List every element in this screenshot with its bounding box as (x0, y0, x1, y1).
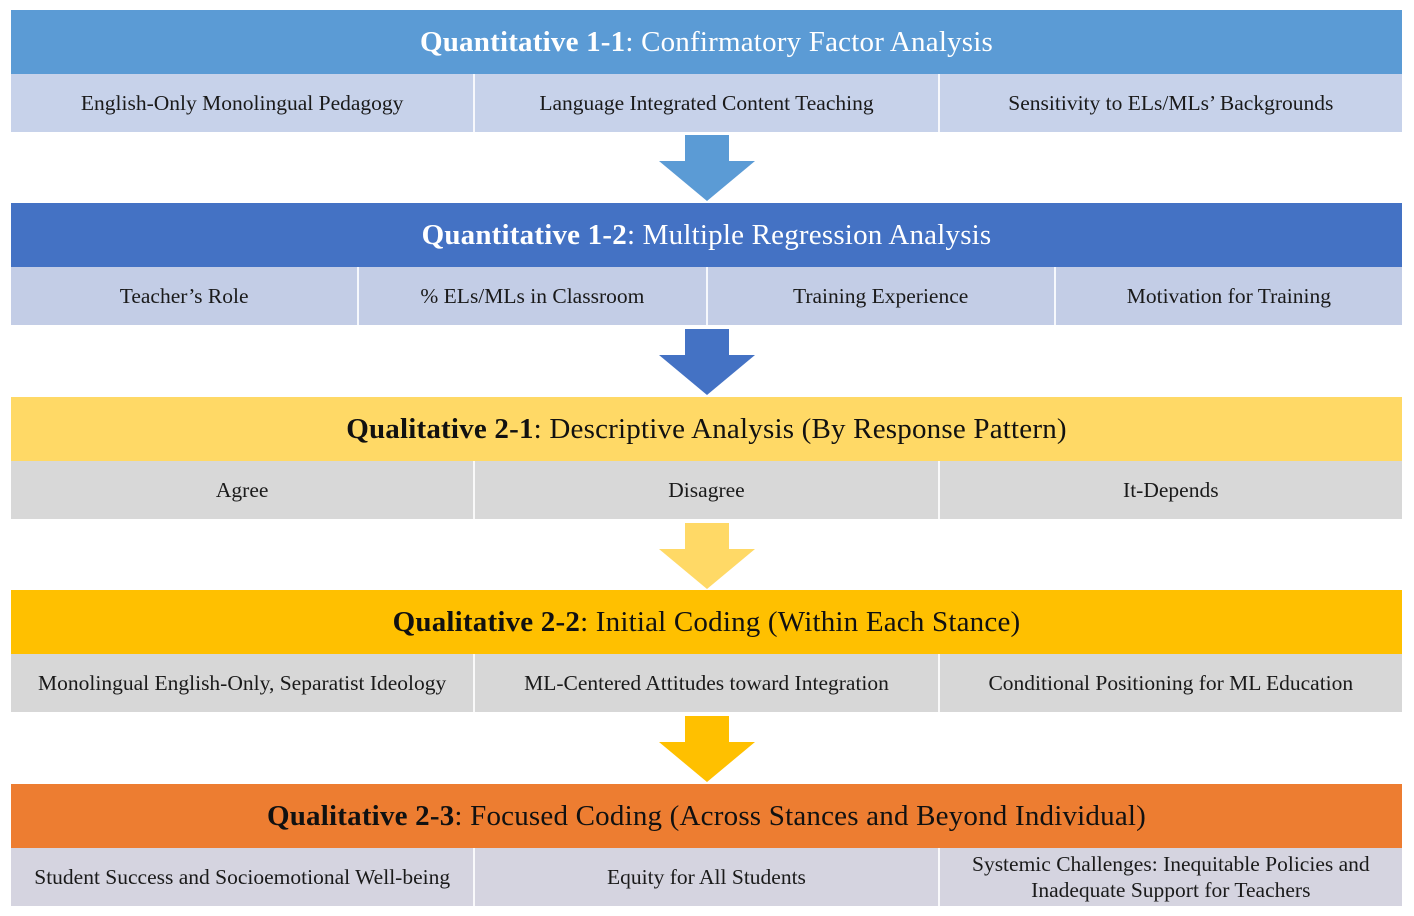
stage-cell: Monolingual English-Only, Separatist Ide… (11, 654, 476, 712)
stage-qualitative-2-1: Qualitative 2-1: Descriptive Analysis (B… (11, 397, 1402, 519)
stage-cell: Language Integrated Content Teaching (475, 74, 940, 132)
stage-cells: English-Only Monolingual Pedagogy Langua… (11, 74, 1402, 132)
stage-title-bold: Qualitative 2-2 (392, 605, 581, 638)
stage-qualitative-2-2: Qualitative 2-2: Initial Coding (Within … (11, 590, 1402, 712)
stage-cell: Conditional Positioning for ML Education (939, 654, 1402, 712)
stage-title-bold: Qualitative 2-3 (266, 799, 455, 832)
stage-title-rest: : Multiple Regression Analysis (626, 218, 992, 251)
stage-qualitative-2-3: Qualitative 2-3: Focused Coding (Across … (11, 784, 1402, 906)
stage-cell: Teacher’s Role (11, 267, 360, 325)
stage-cell: Systemic Challenges: Inequitable Policie… (939, 848, 1402, 906)
stage-title-rest: : Initial Coding (Within Each Stance) (580, 605, 1021, 638)
stage-title-rest: : Confirmatory Factor Analysis (625, 25, 994, 58)
stage-cell: Disagree (475, 461, 940, 519)
down-arrow-icon (659, 716, 755, 782)
stage-cell: ML-Centered Attitudes toward Integration (475, 654, 940, 712)
stage-cell: % ELs/MLs in Classroom (359, 267, 708, 325)
stage-cell: Agree (11, 461, 476, 519)
stage-cells: Student Success and Socioemotional Well-… (11, 848, 1402, 906)
down-arrow-icon (659, 329, 755, 395)
stage-header: Quantitative 1-1: Confirmatory Factor An… (11, 10, 1402, 74)
stage-cell: Student Success and Socioemotional Well-… (11, 848, 476, 906)
stage-cell: English-Only Monolingual Pedagogy (11, 74, 476, 132)
stage-header: Qualitative 2-3: Focused Coding (Across … (11, 784, 1402, 848)
stage-quantitative-1-2: Quantitative 1-2: Multiple Regression An… (11, 203, 1402, 325)
stage-cell: Equity for All Students (475, 848, 940, 906)
stage-cells: Agree Disagree It-Depends (11, 461, 1402, 519)
stage-cell: Training Experience (707, 267, 1056, 325)
stage-header: Quantitative 1-2: Multiple Regression An… (11, 203, 1402, 267)
down-arrow-icon (659, 523, 755, 589)
stage-quantitative-1-1: Quantitative 1-1: Confirmatory Factor An… (11, 10, 1402, 132)
stage-cell: It-Depends (939, 461, 1402, 519)
stage-cells: Monolingual English-Only, Separatist Ide… (11, 654, 1402, 712)
stage-header: Qualitative 2-1: Descriptive Analysis (B… (11, 397, 1402, 461)
stage-title-bold: Quantitative 1-1 (419, 25, 626, 58)
stage-title-rest: : Descriptive Analysis (By Response Patt… (533, 412, 1067, 445)
down-arrow-icon (659, 135, 755, 201)
stage-title-rest: : Focused Coding (Across Stances and Bey… (454, 799, 1147, 832)
stage-title-bold: Quantitative 1-2 (421, 218, 627, 251)
stage-cell: Sensitivity to ELs/MLs’ Backgrounds (939, 74, 1402, 132)
stage-cells: Teacher’s Role % ELs/MLs in Classroom Tr… (11, 267, 1402, 325)
stage-cell: Motivation for Training (1055, 267, 1402, 325)
stage-title-bold: Qualitative 2-1 (346, 412, 534, 445)
stage-header: Qualitative 2-2: Initial Coding (Within … (11, 590, 1402, 654)
